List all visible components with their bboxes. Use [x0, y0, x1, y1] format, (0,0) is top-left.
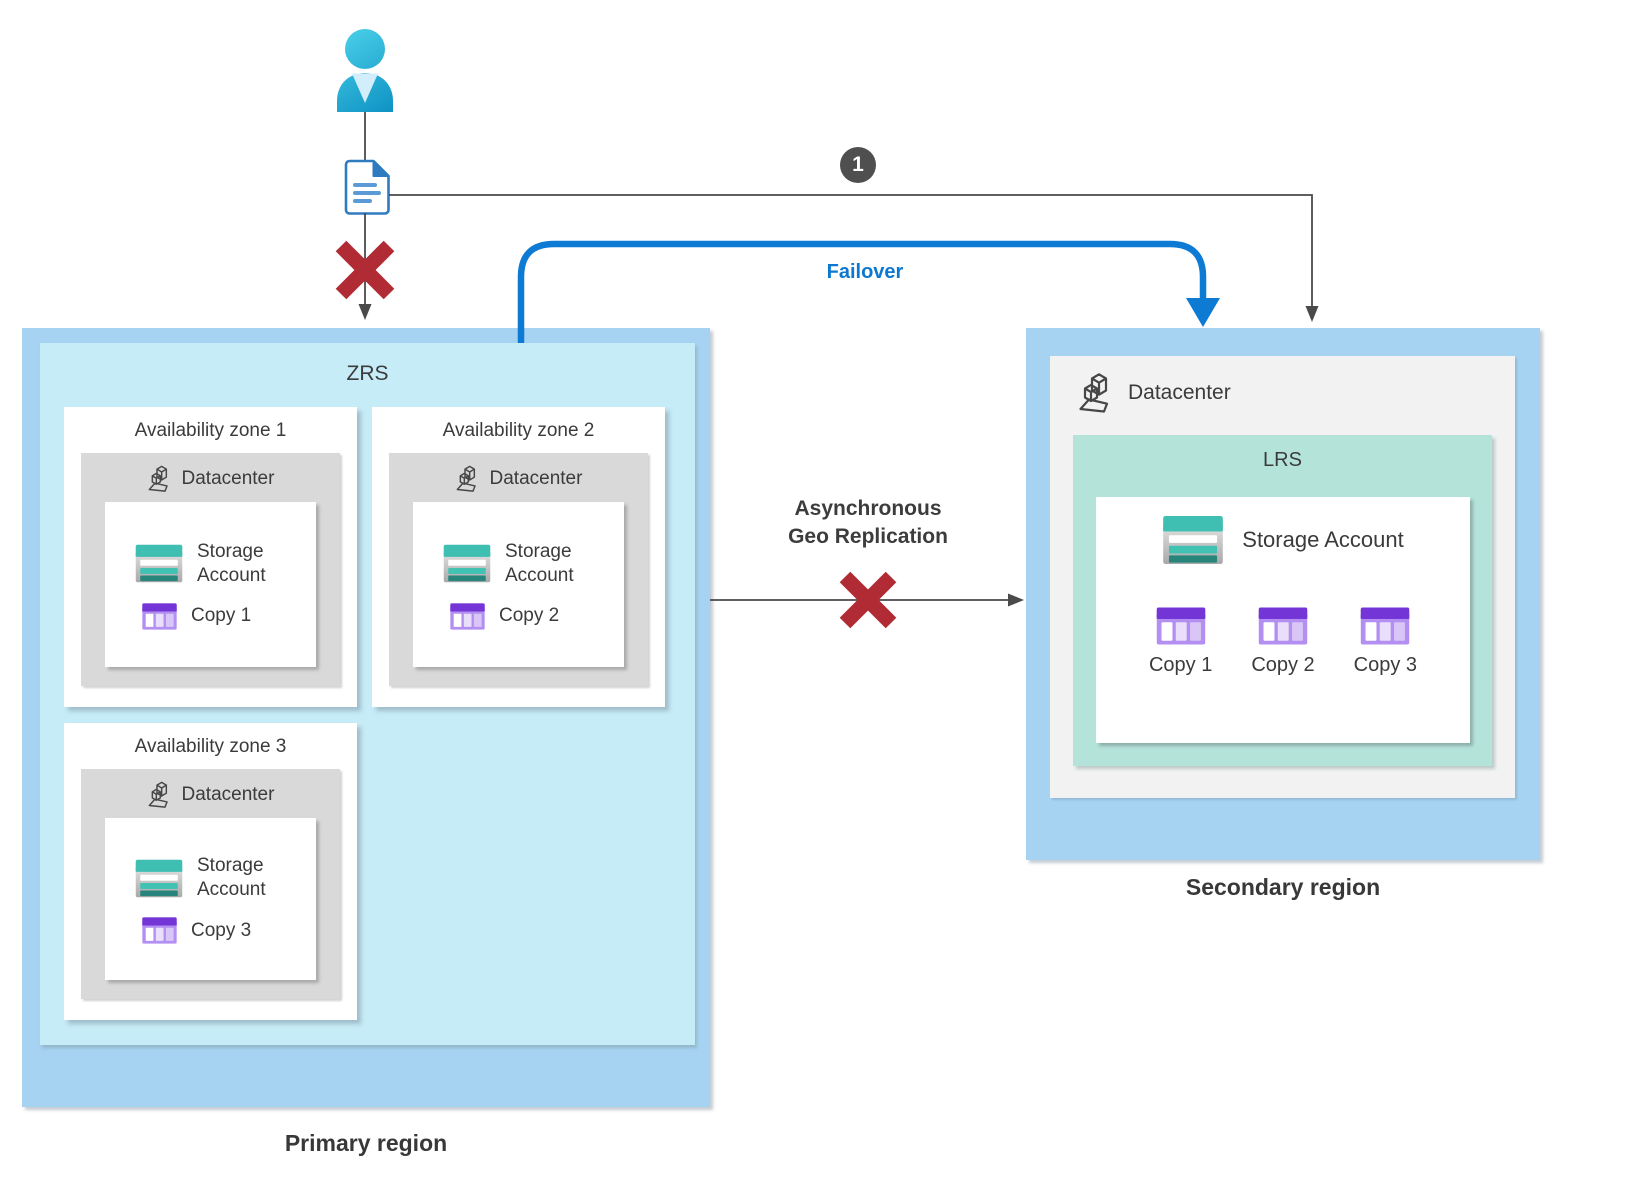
datacenter-header: Datacenter: [81, 780, 340, 809]
copy-label: Copy 2: [1251, 654, 1315, 676]
storage-card: Storage Account Copy 2: [413, 502, 624, 667]
storage-card: Storage Account Copy 1: [105, 502, 316, 667]
lrs-label: LRS: [1263, 449, 1302, 471]
storage-account-row: Storage Account: [443, 540, 624, 588]
datacenter-header: Datacenter: [1050, 356, 1515, 414]
availability-zone-2: Availability zone 2 Datacenter Storage A…: [372, 407, 665, 707]
zone-datacenter-box: Datacenter Storage Account Copy 3: [81, 769, 340, 999]
datacenter-label: Datacenter: [1128, 380, 1231, 404]
document-to-primary-line: [358, 213, 372, 320]
person-icon: [337, 29, 393, 112]
copies-row: Copy 1 Copy 2 Copy 3: [1096, 607, 1470, 677]
storage-account-label: Storage Account: [1242, 527, 1404, 552]
copy-row: Copy 2: [443, 603, 624, 630]
copy-table-icon: [1360, 607, 1410, 645]
async-replication-label: Asynchronous Geo Replication: [743, 495, 993, 551]
cross-icon: [335, 240, 395, 300]
datacenter-label: Datacenter: [181, 467, 275, 489]
storage-account-icon: [1162, 515, 1224, 565]
availability-zone-3: Availability zone 3 Datacenter Storage A…: [64, 723, 357, 1020]
storage-account-row: Storage Account: [135, 540, 316, 588]
datacenter-icon: [455, 464, 479, 493]
copy-table-icon: [1258, 607, 1308, 645]
copy-table-icon: [142, 917, 177, 944]
async-replication-line: [710, 593, 1024, 607]
datacenter-label: Datacenter: [489, 467, 583, 489]
copy-item: Copy 1: [1149, 607, 1212, 677]
lrs-storage-card: Storage Account Copy 1 Copy 2 Copy 3: [1096, 497, 1470, 743]
datacenter-header: Datacenter: [81, 464, 340, 493]
datacenter-icon: [1077, 371, 1113, 414]
storage-label-line1: Storage: [197, 540, 264, 562]
copy-label: Copy 2: [499, 605, 560, 626]
copy-table-icon: [1156, 607, 1206, 645]
datacenter-label: Datacenter: [181, 783, 275, 805]
copy-label: Copy 3: [191, 919, 252, 941]
zone-datacenter-box: Datacenter Storage Account Copy 2: [389, 453, 648, 686]
zone-datacenter-box: Datacenter Storage Account Copy 1: [81, 453, 340, 686]
storage-label-line1: Storage: [197, 855, 264, 876]
async-label-line2: Geo Replication: [788, 525, 948, 548]
copy-label: Copy 3: [1353, 654, 1418, 676]
storage-label-line2: Account: [505, 564, 574, 586]
copy-label: Copy 1: [191, 605, 252, 626]
storage-account-row: Storage Account: [1096, 515, 1470, 565]
copy-label: Copy 1: [1148, 654, 1213, 676]
primary-region-caption: Primary region: [284, 1130, 448, 1156]
cross-icon: [839, 571, 897, 629]
copy-table-icon: [142, 603, 177, 630]
storage-account-icon: [135, 544, 183, 583]
copy-item: Copy 2: [1251, 607, 1315, 677]
copy-table-icon: [450, 603, 485, 630]
copy-row: Copy 3: [135, 917, 316, 944]
secondary-region-caption: Secondary region: [1185, 874, 1381, 900]
storage-label-line1: Storage: [505, 540, 572, 562]
failover-label: Failover: [826, 261, 904, 283]
availability-zone-1: Availability zone 1 Datacenter Storage A…: [64, 407, 357, 707]
datacenter-icon: [147, 780, 171, 809]
storage-account-icon: [443, 544, 491, 583]
document-to-secondary-line: [389, 194, 1319, 322]
datacenter-icon: [147, 464, 171, 493]
zone-title: Availability zone 1: [134, 420, 287, 441]
document-icon: [344, 159, 390, 215]
storage-card: Storage Account Copy 3: [105, 818, 316, 980]
zone-title: Availability zone 2: [442, 420, 595, 441]
copy-row: Copy 1: [135, 603, 316, 630]
async-label-line1: Asynchronous: [794, 497, 942, 520]
zone-title: Availability zone 3: [134, 736, 287, 757]
storage-account-row: Storage Account: [135, 854, 316, 902]
storage-label-line2: Account: [197, 564, 266, 586]
datacenter-header: Datacenter: [389, 464, 648, 493]
storage-account-icon: [135, 859, 183, 898]
copy-item: Copy 3: [1354, 607, 1417, 677]
zrs-label: ZRS: [346, 362, 389, 385]
storage-label-line2: Account: [197, 879, 266, 900]
number-badge: 1: [840, 147, 876, 183]
